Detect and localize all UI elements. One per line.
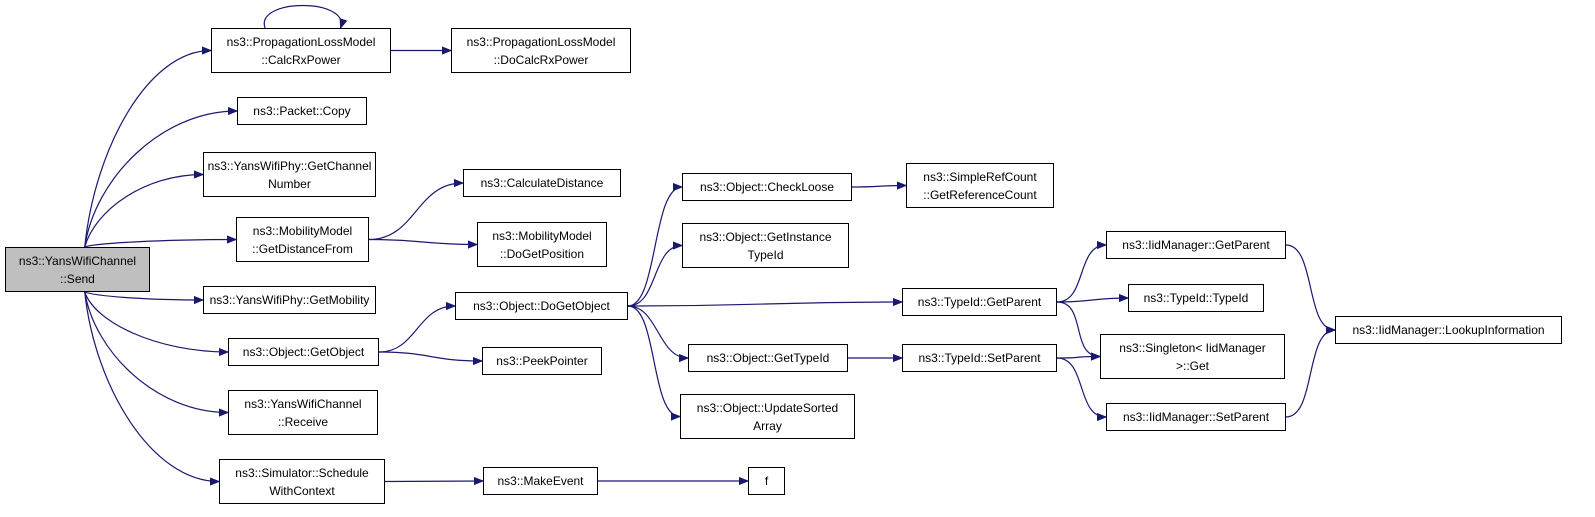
node-checkloose[interactable]: ns3::Object::CheckLoose (682, 173, 852, 201)
edge-send-getobj (84, 291, 228, 352)
node-label: ns3::TypeId::GetParent (917, 295, 1042, 309)
node-label: ns3::CalculateDistance (480, 176, 604, 190)
node-label: ns3::IidManager::GetParent (1122, 238, 1270, 252)
edge-send-getchan (84, 175, 203, 248)
edge-getdist-calcdist (368, 183, 463, 241)
node-label: ns3::IidManager::SetParent (1122, 410, 1270, 424)
edge-schedule-makeevent (384, 481, 483, 482)
node-label: ns3::MakeEvent (497, 474, 584, 488)
node-getrefcount[interactable]: ns3::SimpleRefCount ::GetReferenceCount (906, 163, 1054, 208)
node-tsetparent[interactable]: ns3::TypeId::SetParent (902, 344, 1057, 372)
node-label: ns3::Simulator::Schedule WithContext (235, 465, 369, 498)
node-docalc[interactable]: ns3::PropagationLossModel ::DoCalcRxPowe… (451, 28, 631, 73)
edge-tgetparent-typeid (1056, 298, 1128, 303)
edge-calcrx-calcrx (263, 5, 341, 29)
node-dogetpos[interactable]: ns3::MobilityModel ::DoGetPosition (477, 222, 607, 267)
node-singleton[interactable]: ns3::Singleton< IidManager >::Get (1100, 334, 1285, 379)
edge-dogetobj-getinst (627, 246, 683, 307)
edge-send-getdist (84, 240, 236, 248)
edge-tgetparent-iidgetparent (1056, 245, 1107, 303)
node-updsorted[interactable]: ns3::Object::UpdateSorted Array (680, 394, 855, 439)
node-typeid[interactable]: ns3::TypeId::TypeId (1128, 284, 1264, 312)
node-iidgetparent[interactable]: ns3::IidManager::GetParent (1106, 231, 1286, 259)
node-label: ns3::PropagationLossModel ::DoCalcRxPowe… (466, 34, 616, 67)
edge-iidgetparent-lookup (1285, 244, 1336, 330)
node-label: ns3::IidManager::LookupInformation (1352, 323, 1545, 337)
node-label: ns3::MobilityModel ::DoGetPosition (492, 228, 592, 261)
node-calcdist[interactable]: ns3::CalculateDistance (463, 169, 621, 197)
node-copy[interactable]: ns3::Packet::Copy (237, 97, 367, 125)
node-label: ns3::YansWifiPhy::GetChannel Number (207, 158, 372, 191)
call-edges (84, 5, 1336, 482)
node-getinst[interactable]: ns3::Object::GetInstance TypeId (682, 223, 849, 268)
node-label: ns3::SimpleRefCount ::GetReferenceCount (923, 169, 1037, 202)
node-label: ns3::Object::GetObject (242, 345, 365, 359)
node-getobj[interactable]: ns3::Object::GetObject (228, 338, 379, 366)
node-label: ns3::YansWifiPhy::GetMobility (209, 293, 370, 307)
edge-tgetparent-singleton (1056, 301, 1101, 357)
edge-send-schedule (84, 291, 219, 482)
node-getmob[interactable]: ns3::YansWifiPhy::GetMobility (203, 286, 376, 314)
edge-send-copy (84, 111, 237, 248)
edge-dogetobj-gettypeid (627, 305, 688, 358)
edge-getobj-peek (378, 351, 482, 361)
node-getdist[interactable]: ns3::MobilityModel ::GetDistanceFrom (236, 217, 369, 262)
node-getchan[interactable]: ns3::YansWifiPhy::GetChannel Number (203, 152, 376, 197)
node-label: ns3::MobilityModel ::GetDistanceFrom (252, 223, 353, 256)
node-label: ns3::YansWifiChannel ::Receive (244, 396, 362, 429)
node-label: ns3::PeekPointer (496, 354, 588, 368)
node-iidsetparent[interactable]: ns3::IidManager::SetParent (1106, 403, 1286, 431)
edge-tsetparent-singleton (1056, 357, 1100, 359)
edge-iidsetparent-lookup (1285, 330, 1336, 418)
node-receive[interactable]: ns3::YansWifiChannel ::Receive (228, 390, 378, 435)
node-label: ns3::YansWifiChannel ::Send (18, 253, 137, 286)
node-lookup[interactable]: ns3::IidManager::LookupInformation (1335, 316, 1562, 344)
node-label: ns3::Object::UpdateSorted Array (696, 400, 839, 433)
edge-tsetparent-iidsetparent (1056, 357, 1107, 417)
node-calcrx[interactable]: ns3::PropagationLossModel ::CalcRxPower (211, 28, 391, 73)
edge-getobj-dogetobj (378, 306, 455, 353)
edge-send-getmob (84, 291, 203, 300)
node-peek[interactable]: ns3::PeekPointer (482, 347, 602, 375)
node-label: ns3::Object::CheckLoose (699, 180, 835, 194)
node-dogetobj[interactable]: ns3::Object::DoGetObject (455, 292, 628, 320)
edge-dogetobj-updsorted (627, 305, 681, 417)
node-label: ns3::Object::GetTypeId (706, 351, 830, 365)
edge-checkloose-getrefcount (851, 186, 906, 188)
node-label: ns3::Object::GetInstance TypeId (699, 229, 832, 262)
node-label: ns3::PropagationLossModel ::CalcRxPower (226, 34, 376, 67)
edge-dogetobj-checkloose (627, 187, 683, 307)
node-f[interactable]: f (748, 467, 785, 495)
node-send: ns3::YansWifiChannel ::Send (5, 247, 150, 292)
node-schedule[interactable]: ns3::Simulator::Schedule WithContext (219, 459, 385, 504)
node-label: ns3::TypeId::TypeId (1143, 291, 1249, 305)
node-makeevent[interactable]: ns3::MakeEvent (483, 467, 598, 495)
node-tgetparent[interactable]: ns3::TypeId::GetParent (902, 288, 1057, 316)
node-gettypeid[interactable]: ns3::Object::GetTypeId (688, 344, 848, 372)
edge-getdist-dogetpos (368, 238, 477, 245)
edge-dogetobj-tgetparent (627, 302, 902, 307)
edge-send-calcrx (84, 51, 211, 248)
node-label: ns3::TypeId::SetParent (918, 351, 1041, 365)
node-label: ns3::Object::DoGetObject (473, 299, 610, 313)
node-label: f (764, 474, 769, 488)
edge-send-receive (84, 291, 228, 413)
node-label: ns3::Singleton< IidManager >::Get (1119, 340, 1266, 373)
node-label: ns3::Packet::Copy (253, 104, 351, 118)
